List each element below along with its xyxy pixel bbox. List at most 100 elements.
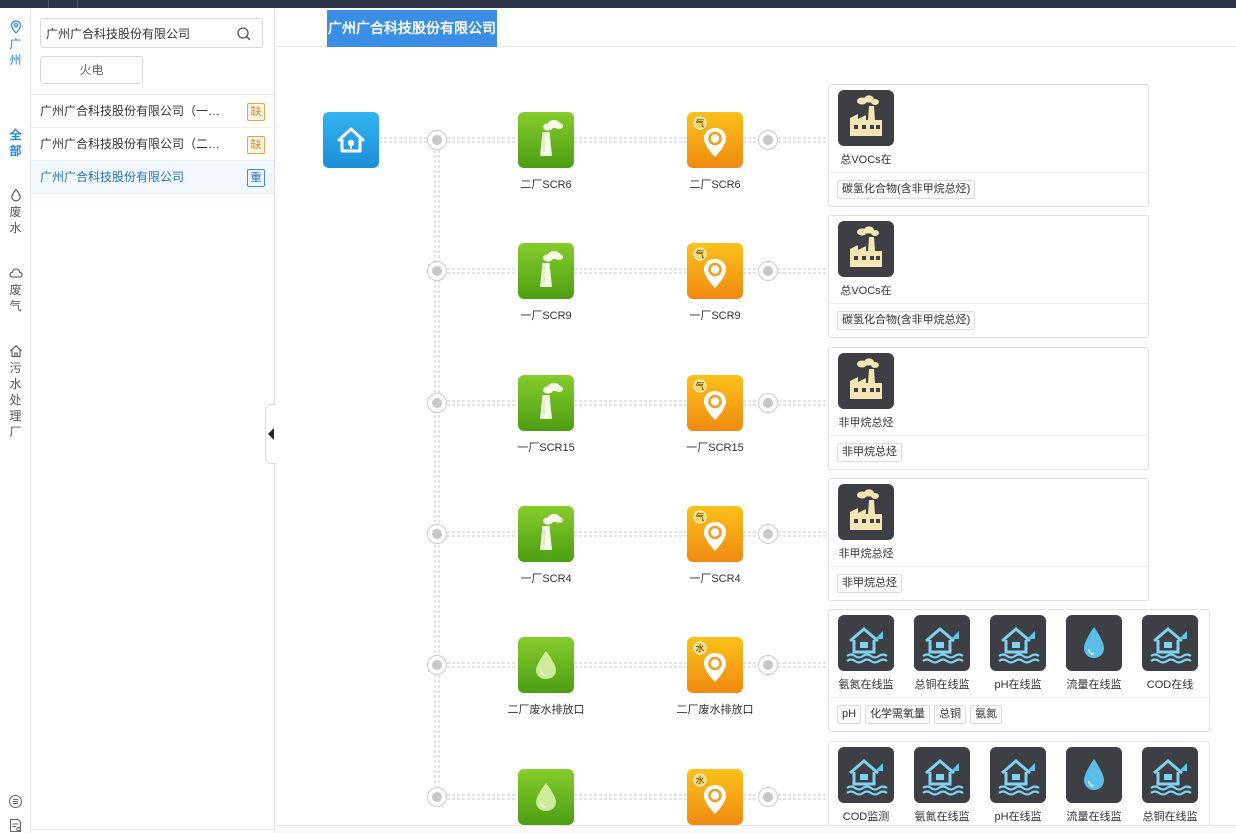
monitor-point-node[interactable]: 气一厂SCR4 <box>670 506 760 586</box>
monitor-item[interactable]: COD在线 <box>1139 615 1201 692</box>
monitor-item[interactable]: 非甲烷总烃 <box>835 484 897 561</box>
monitor-item-label: 非甲烷总烃 <box>838 548 894 560</box>
company-name: 广州广合科技股份有限公司（一厂） <box>40 104 230 118</box>
outlet-tile <box>518 769 574 825</box>
connector-node[interactable] <box>758 130 778 150</box>
monitor-item[interactable]: pH在线监 <box>987 615 1049 692</box>
monitor-item[interactable]: 流量在线监 <box>1063 615 1125 692</box>
outlet-node[interactable]: 二厂废水排放口 <box>501 637 591 717</box>
rail-item-label: 废水 <box>9 205 22 235</box>
outlet-node[interactable]: 一厂SCR9 <box>501 243 591 323</box>
connector-node[interactable] <box>427 787 447 807</box>
outlet-label: 一厂SCR15 <box>517 442 575 454</box>
monitor-point-node[interactable]: 气二厂SCR6 <box>670 112 760 192</box>
monitor-item-label: 总铜在线监 <box>914 679 970 691</box>
rail-item-wastewater[interactable]: 废水 <box>0 188 31 236</box>
monitor-point-node[interactable]: 水 <box>670 769 760 825</box>
list-item[interactable]: 广州广合科技股份有限公司 重 <box>31 161 274 194</box>
list-item[interactable]: 广州广合科技股份有限公司（二厂） 缺 <box>31 128 274 161</box>
monitor-point-tile: 气 <box>687 375 743 431</box>
window-top-bar <box>0 0 1236 8</box>
pollutant-tag[interactable]: 氨氮 <box>970 705 1003 724</box>
pollutant-tag[interactable]: 非甲烷总烃 <box>837 443 902 462</box>
monitor-point-tile: 气 <box>687 243 743 299</box>
chimney-icon <box>540 383 563 419</box>
water-drop-icon <box>1084 759 1104 790</box>
tab-company[interactable]: 广州广合科技股份有限公司 <box>327 10 497 47</box>
pollutant-tag[interactable]: 总铜 <box>934 705 967 724</box>
outlet-node[interactable]: 一厂SCR15 <box>501 375 591 455</box>
connector-node[interactable] <box>758 393 778 413</box>
monitor-item[interactable]: 流量在线监 <box>1063 747 1125 824</box>
monitor-point-node[interactable]: 水二厂废水排放口 <box>670 637 760 717</box>
connector-node[interactable] <box>427 261 447 281</box>
rail-item-sewage-plant[interactable]: 污水处理厂 <box>0 344 31 440</box>
summary-icon[interactable] <box>8 794 23 809</box>
monitor-item[interactable]: 氨氮在线监 <box>911 747 973 824</box>
connector-node[interactable] <box>427 655 447 675</box>
monitor-item[interactable]: 总铜在线监 <box>911 615 973 692</box>
enterprise-root-node[interactable] <box>323 112 379 168</box>
outlet-node[interactable]: 二厂SCR6 <box>501 112 591 192</box>
pollutant-tag[interactable]: 碳氢化合物(含非甲烷总烃) <box>837 311 976 330</box>
monitor-item[interactable]: 总铜在线监 <box>1139 747 1201 824</box>
outlet-tile <box>518 112 574 168</box>
monitor-icon-tile <box>990 747 1046 803</box>
monitor-point-node[interactable]: 气一厂SCR15 <box>670 375 760 455</box>
pollutant-tag[interactable]: pH <box>837 705 862 724</box>
connector-node[interactable] <box>758 524 778 544</box>
rail-item-guangzhou[interactable]: 广州 <box>0 20 31 68</box>
water-drop-icon <box>1084 627 1104 658</box>
connector-node[interactable] <box>758 261 778 281</box>
search-icon[interactable] <box>236 26 252 42</box>
pollutant-tag[interactable]: 碳氢化合物(含非甲烷总烃) <box>837 180 976 199</box>
connector-node[interactable] <box>427 393 447 413</box>
factory-icon <box>850 489 882 530</box>
connector-node[interactable] <box>427 130 447 150</box>
connector-node[interactable] <box>758 787 778 807</box>
pollutant-tags: 非甲烷总烃 <box>837 574 906 593</box>
factory-icon <box>850 226 882 267</box>
monitor-point-node[interactable]: 气一厂SCR9 <box>670 243 760 323</box>
monitor-item[interactable]: COD监测 <box>835 747 897 824</box>
monitor-item-label: 流量在线监 <box>1066 679 1122 691</box>
chimney-icon <box>540 120 563 156</box>
industry-filter-button[interactable]: 火电 <box>40 56 143 84</box>
monitor-icon-tile <box>1066 747 1122 803</box>
monitor-item[interactable]: pH在线监 <box>987 747 1049 824</box>
outlet-node[interactable] <box>501 769 591 825</box>
monitor-item-label: COD监测 <box>842 811 890 823</box>
monitor-icon-tile <box>838 484 894 540</box>
collapse-panel-button[interactable] <box>265 404 276 464</box>
pollutant-tag[interactable]: 化学需氧量 <box>865 705 931 724</box>
rail-item-wastegas[interactable]: 废气 <box>0 266 31 314</box>
factory-icon <box>850 95 882 136</box>
chimney-icon <box>540 251 563 287</box>
monitor-point-label: 二厂SCR6 <box>689 179 741 191</box>
monitor-item[interactable]: 非甲烷总烃 <box>835 353 897 430</box>
monitor-item[interactable]: 总VOCs在 <box>835 221 897 298</box>
cloud-icon <box>8 268 23 278</box>
horizontal-scrollbar[interactable] <box>276 825 1236 833</box>
monitor-icon-row: 总VOCs在 <box>829 85 1148 173</box>
outlet-tile <box>518 506 574 562</box>
list-item[interactable]: 广州广合科技股份有限公司（一厂） 缺 <box>31 95 274 128</box>
search-input[interactable] <box>46 19 231 47</box>
monitor-item[interactable]: 氨氮在线监 <box>835 615 897 692</box>
settings-doc-icon[interactable] <box>8 818 23 833</box>
pollutant-tag[interactable]: 非甲烷总烃 <box>837 574 902 593</box>
monitor-item-label: 流量在线监 <box>1066 811 1122 823</box>
company-name: 广州广合科技股份有限公司（二厂） <box>40 137 230 151</box>
monitor-item[interactable]: 总VOCs在 <box>835 90 897 167</box>
connector-node[interactable] <box>758 655 778 675</box>
monitor-point-tile: 水 <box>687 769 743 825</box>
monitor-icon-tile <box>914 615 970 671</box>
house-water-icon <box>846 627 888 664</box>
outlet-node[interactable]: 一厂SCR4 <box>501 506 591 586</box>
rail-item-all[interactable]: 全部 <box>0 127 31 159</box>
monitor-item-label: pH在线监 <box>994 679 1042 691</box>
monitor-icon-row: 非甲烷总烃 <box>829 479 1148 567</box>
connector-node[interactable] <box>427 524 447 544</box>
outlet-label: 二厂SCR6 <box>520 179 572 191</box>
